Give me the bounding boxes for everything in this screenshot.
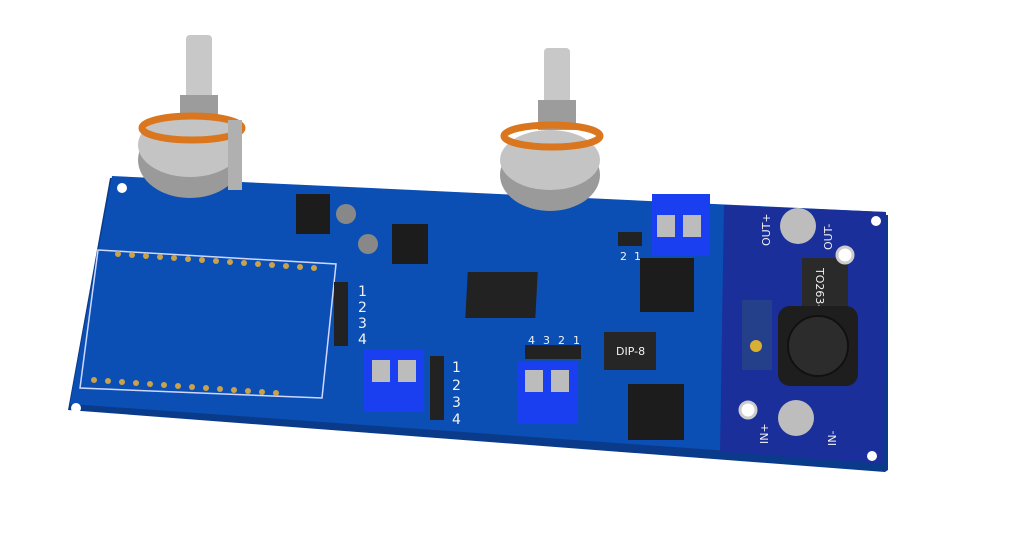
mount-hole — [71, 403, 81, 413]
terminal-block-left — [364, 350, 424, 412]
to263-label: TO263-5 — [813, 267, 826, 315]
svg-text:4: 4 — [452, 412, 461, 428]
potentiometer-left — [138, 35, 246, 198]
in-plus-label: IN+ — [758, 423, 771, 444]
pin-header-top — [525, 345, 581, 359]
svg-text:4: 4 — [528, 334, 535, 347]
regulator-top — [640, 258, 694, 312]
lcd-outline — [79, 249, 337, 399]
header-two-pin2: 2 — [620, 250, 627, 263]
capacitor — [336, 204, 356, 224]
header-top-numbers: 4 3 2 1 — [528, 334, 580, 347]
header-left-numbers: 1 2 3 4 — [358, 284, 367, 348]
svg-text:2: 2 — [558, 334, 565, 347]
svg-text:2: 2 — [452, 378, 461, 394]
soic-ic — [465, 272, 538, 318]
header-mid-numbers: 1 2 3 4 — [452, 360, 461, 428]
dip8-ic — [604, 332, 656, 370]
mount-hole — [867, 451, 877, 461]
pin-header-left — [334, 282, 348, 346]
capacitor — [358, 234, 378, 254]
out-minus-label: OUT- — [822, 224, 835, 250]
svg-text:3: 3 — [358, 316, 367, 332]
inductor-core — [787, 315, 849, 377]
input-capacitor — [778, 400, 814, 436]
svg-text:4: 4 — [358, 332, 367, 348]
mount-hole — [871, 216, 881, 226]
output-capacitor — [780, 208, 816, 244]
regulator-small-2 — [296, 194, 330, 234]
pin-header-mid — [430, 356, 444, 420]
svg-text:3: 3 — [543, 334, 550, 347]
lcd-pads-bottom — [91, 377, 279, 396]
svg-text:2: 2 — [358, 300, 367, 316]
terminal-block-mid — [518, 362, 578, 424]
potentiometer-right — [500, 48, 604, 211]
in-minus-label: IN- — [826, 431, 839, 446]
module-hole — [738, 400, 758, 420]
trimmer-potentiometer — [742, 300, 772, 370]
pin-header-two — [618, 232, 642, 246]
svg-text:3: 3 — [452, 395, 461, 411]
mount-hole — [117, 183, 127, 193]
trimmer-screw — [750, 340, 762, 352]
lcd-pads-top — [115, 251, 317, 271]
header-two-pin1: 1 — [634, 250, 641, 263]
dip8-label: DIP-8 — [616, 345, 645, 358]
svg-text:1: 1 — [573, 334, 580, 347]
module-hole — [835, 245, 855, 265]
out-plus-label: OUT+ — [760, 213, 773, 246]
svg-text:1: 1 — [358, 284, 367, 300]
regulator-small — [392, 224, 428, 264]
svg-text:1: 1 — [452, 360, 461, 376]
regulator-bottom — [628, 384, 684, 440]
terminal-block-top — [652, 194, 710, 256]
